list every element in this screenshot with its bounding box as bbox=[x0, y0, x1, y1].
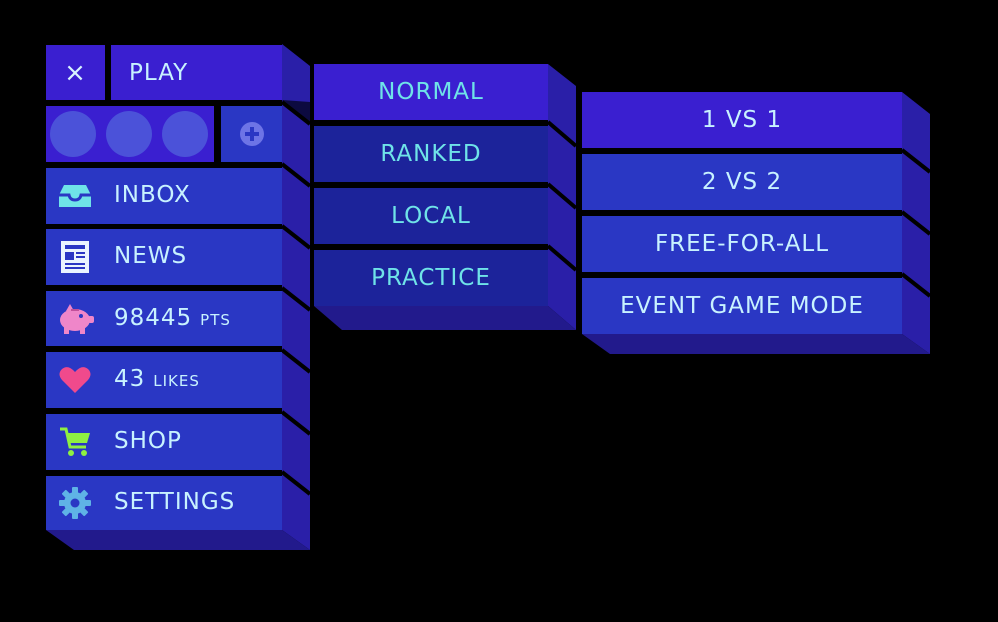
play-button[interactable]: PLAY bbox=[111, 45, 282, 100]
mode-option-local[interactable]: LOCAL bbox=[314, 188, 548, 244]
mode-option-normal[interactable]: NORMAL bbox=[314, 64, 548, 120]
2v2-label: 2 VS 2 bbox=[701, 169, 783, 195]
points-unit: PTS bbox=[200, 311, 231, 329]
normal-label: NORMAL bbox=[378, 79, 484, 105]
ranked-label: RANKED bbox=[380, 141, 482, 167]
settings-label: SETTINGS bbox=[114, 489, 236, 515]
game-mode-2v2[interactable]: 2 VS 2 bbox=[582, 154, 902, 210]
inbox-label: INBOX bbox=[114, 182, 191, 208]
sidebar-item-points[interactable]: 98445 PTS bbox=[46, 291, 282, 346]
sidebar-item-likes[interactable]: 43 LIKES bbox=[46, 352, 282, 408]
1v1-label: 1 VS 1 bbox=[701, 107, 783, 133]
plus-circle-icon bbox=[239, 122, 264, 146]
likes-value: 43 bbox=[114, 366, 146, 392]
inbox-icon bbox=[58, 182, 92, 210]
add-friend-button[interactable] bbox=[221, 106, 282, 162]
shop-label: SHOP bbox=[114, 428, 182, 454]
play-label: PLAY bbox=[129, 59, 189, 86]
game-mode-event[interactable]: EVENT GAME MODE bbox=[582, 278, 902, 334]
points-display: 98445 PTS bbox=[114, 305, 231, 331]
party-slot-empty[interactable] bbox=[162, 111, 208, 157]
sidebar-item-news[interactable]: NEWS bbox=[46, 229, 282, 285]
game-mode-1v1[interactable]: 1 VS 1 bbox=[582, 92, 902, 148]
likes-display: 43 LIKES bbox=[114, 366, 200, 392]
party-slot-empty[interactable] bbox=[106, 111, 152, 157]
local-label: LOCAL bbox=[391, 203, 471, 229]
sidebar-item-inbox[interactable]: INBOX bbox=[46, 168, 282, 224]
close-icon: × bbox=[64, 57, 87, 88]
game-mode-free-for-all[interactable]: FREE-FOR-ALL bbox=[582, 216, 902, 272]
close-button[interactable]: × bbox=[46, 45, 105, 100]
points-value: 98445 bbox=[114, 305, 193, 331]
free-for-all-label: FREE-FOR-ALL bbox=[654, 231, 830, 257]
practice-label: PRACTICE bbox=[371, 265, 491, 291]
likes-unit: LIKES bbox=[153, 372, 200, 390]
sidebar-item-settings[interactable]: SETTINGS bbox=[46, 476, 282, 530]
sidebar-item-shop[interactable]: SHOP bbox=[46, 414, 282, 470]
piggy-bank-icon bbox=[56, 303, 94, 335]
gear-icon bbox=[58, 487, 92, 519]
party-slots bbox=[46, 106, 214, 162]
mode-option-ranked[interactable]: RANKED bbox=[314, 126, 548, 182]
heart-icon bbox=[58, 365, 92, 395]
newspaper-icon bbox=[60, 241, 90, 273]
party-slot-empty[interactable] bbox=[50, 111, 96, 157]
cart-icon bbox=[58, 427, 92, 457]
event-game-mode-label: EVENT GAME MODE bbox=[620, 293, 864, 319]
mode-option-practice[interactable]: PRACTICE bbox=[314, 250, 548, 306]
news-label: NEWS bbox=[114, 243, 188, 269]
